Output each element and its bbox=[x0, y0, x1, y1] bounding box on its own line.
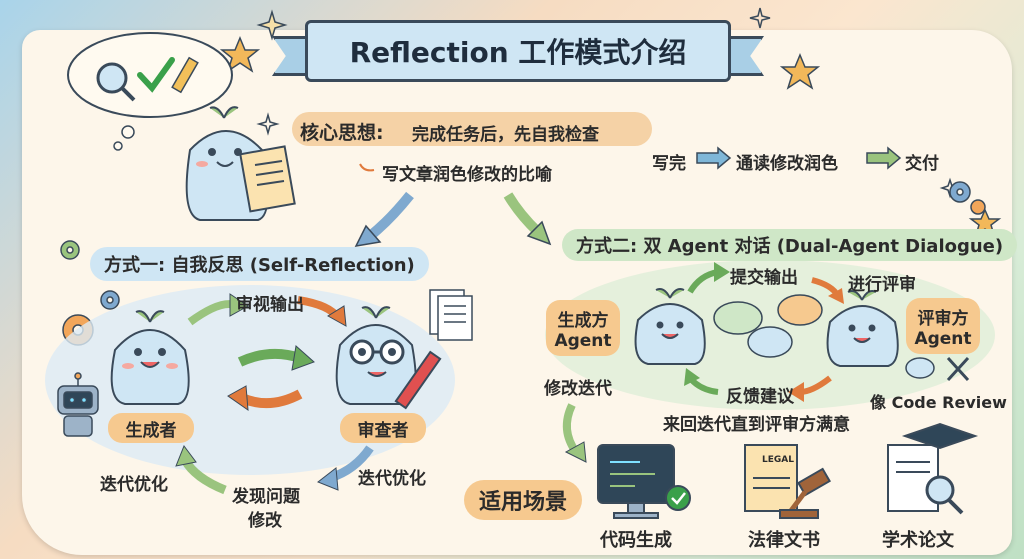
mode2-until: 来回迭代直到评审方满意 bbox=[663, 415, 850, 435]
code-monitor-icon bbox=[597, 444, 691, 519]
robot-icon bbox=[57, 372, 99, 437]
producer-label: 生成方 bbox=[557, 310, 609, 331]
mascot-reviewer bbox=[335, 306, 442, 410]
mascot-thinking bbox=[185, 106, 296, 221]
critic-agent-label: Agent bbox=[914, 328, 972, 349]
mode1-iterate-left: 迭代优化 bbox=[100, 475, 168, 495]
mode1-review-output: 审视输出 bbox=[236, 295, 304, 315]
graduation-paper-icon bbox=[887, 422, 979, 515]
core-idea-highlight bbox=[292, 112, 652, 146]
core-metaphor: 写文章润色修改的比喻 bbox=[382, 165, 552, 185]
generator-badge: 生成者 bbox=[108, 413, 194, 443]
mode2-feedback: 反馈建议 bbox=[726, 387, 794, 407]
arrow-to-mode2 bbox=[503, 192, 542, 236]
mode2-revise: 修改迭代 bbox=[544, 379, 612, 399]
critic-agent-badge: 评审方 Agent bbox=[906, 298, 980, 354]
producer-agent-badge: 生成方 Agent bbox=[546, 300, 620, 356]
mode2-submit: 提交输出 bbox=[730, 268, 798, 288]
mode2-evaluate: 进行评审 bbox=[848, 275, 916, 295]
scenario-academic-papers: 学术论文 bbox=[882, 530, 954, 551]
flow-step-1: 写完 bbox=[652, 154, 686, 174]
mode1-find-issue: 发现问题 bbox=[232, 487, 300, 507]
star-icon bbox=[219, 36, 1002, 237]
scenario-legal-docs: 法律文书 bbox=[748, 530, 820, 551]
cycle-arrows bbox=[175, 293, 374, 495]
review-tools-icon bbox=[905, 356, 970, 382]
critic-label: 评审方 bbox=[917, 308, 969, 329]
legal-scroll-icon bbox=[744, 444, 831, 519]
mode2-title: 方式二: 双 Agent 对话 (Dual-Agent Dialogue) bbox=[562, 229, 1018, 261]
mode2-arrows bbox=[562, 262, 844, 463]
mode1-iterate-right: 迭代优化 bbox=[358, 469, 426, 489]
core-text: 完成任务后，先自我检查 bbox=[412, 125, 599, 145]
chat-bubble-icon bbox=[713, 294, 823, 358]
scenario-code-generation: 代码生成 bbox=[600, 530, 672, 551]
mascot-generator bbox=[110, 310, 190, 405]
flow-step-2: 通读修改润色 bbox=[736, 154, 838, 174]
producer-agent-label: Agent bbox=[554, 330, 612, 351]
mode1-modify: 修改 bbox=[248, 511, 282, 531]
legal-doc-label: LEGAL bbox=[762, 455, 794, 465]
gear-icon bbox=[60, 181, 986, 346]
page-title: Reflection 工作模式介绍 bbox=[305, 20, 731, 82]
thought-cloud-icon bbox=[67, 32, 233, 151]
core-label: 核心思想: bbox=[300, 122, 384, 144]
document-stack-icon bbox=[429, 289, 473, 341]
mode2-like-code-review: 像 Code Review bbox=[870, 393, 1007, 412]
flow-arrows bbox=[696, 146, 902, 170]
arrow-to-mode1 bbox=[366, 191, 414, 240]
mascot-critic bbox=[826, 290, 899, 367]
mode1-title: 方式一: 自我反思 (Self-Reflection) bbox=[90, 247, 429, 281]
reviewer-badge: 审查者 bbox=[340, 413, 426, 443]
mascot-producer bbox=[634, 288, 706, 365]
scenarios-title: 适用场景 bbox=[464, 480, 582, 520]
flow-step-3: 交付 bbox=[905, 154, 939, 174]
